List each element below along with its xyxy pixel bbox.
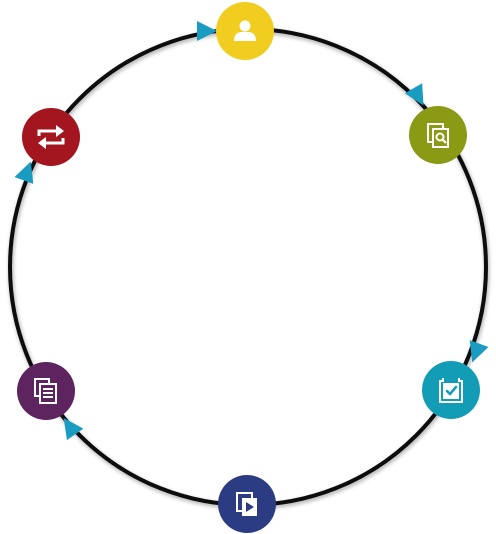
cycle-arrow-head [63,417,84,441]
cycle-node-1 [216,2,274,60]
cycle-arrows [14,21,489,441]
cycle-node-2 [409,106,467,164]
node-6-circle [22,108,80,166]
cycle-ring [8,27,488,507]
user-icon [234,20,256,41]
cycle-node-4 [218,475,276,533]
cycle-arrow-head [197,21,217,41]
document-stack-icon [34,378,57,404]
document-play-icon [236,492,257,516]
document-search-icon [427,123,449,148]
cycle-nodes [17,2,480,533]
cycle-arrow-head [469,340,489,363]
cycle-node-5 [17,362,75,420]
cycle-node-6 [22,108,80,166]
cycle-node-3 [422,361,480,419]
document-check-icon [439,378,463,403]
refresh-cycle-icon [37,125,65,149]
cycle-arrow-head [404,83,424,106]
cycle-arrow-head [14,161,34,184]
